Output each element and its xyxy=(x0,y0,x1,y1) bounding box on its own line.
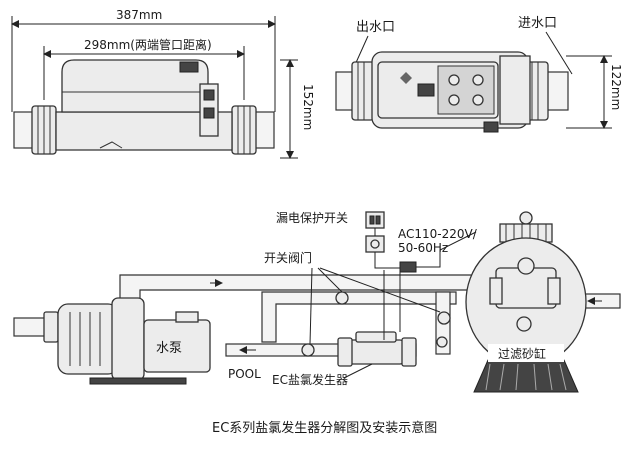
side-body-upper xyxy=(61,59,209,113)
installation-diagram: 水泵 开关阀门 EC盐氯发生器 POOL 漏电保 xyxy=(13,211,621,393)
valve-4-icon[interactable] xyxy=(436,336,448,348)
leakage-switch: 漏电保护开关 AC110-220V/ 50-60Hz xyxy=(276,211,478,340)
top-left-union xyxy=(351,61,375,121)
ec-generator-label: EC盐氯发生器 xyxy=(272,372,348,387)
side-view: 387mm 298mm(两端管口距离) 152mm xyxy=(11,8,315,159)
dimension-top-height-label: 122mm xyxy=(609,64,623,110)
dimension-port-width: 298mm(两端管口距离) xyxy=(43,37,245,100)
keypad-area xyxy=(437,65,495,115)
button-power-icon[interactable] xyxy=(448,94,460,106)
pool-label: POOL xyxy=(228,367,261,381)
top-clamp xyxy=(499,55,531,125)
ec-generator-body xyxy=(347,339,405,365)
outlet-label: 出水口 xyxy=(356,20,395,35)
ec-generator: EC盐氯发生器 xyxy=(272,331,417,387)
top-right-pipe xyxy=(545,71,569,111)
filter-gauge-icon xyxy=(517,257,535,275)
dimension-side-height-label: 152mm xyxy=(301,84,315,130)
valve-2-icon[interactable] xyxy=(437,311,451,325)
valve-group: 开关阀门 xyxy=(264,250,451,357)
ec-generator-panel xyxy=(355,331,397,343)
filter-label: 过滤砂缸 xyxy=(498,346,546,361)
power-spec-line2: 50-60Hz xyxy=(398,241,448,255)
button-mode-icon[interactable] xyxy=(472,94,484,106)
leakage-switch-label: 漏电保护开关 xyxy=(276,211,348,225)
leakage-switch-box[interactable] xyxy=(365,211,385,229)
power-adapter xyxy=(399,261,417,273)
side-body-cap xyxy=(179,61,199,73)
figure-caption: EC系列盐氯发生器分解图及安装示意图 xyxy=(212,420,437,436)
dimension-total-width: 387mm xyxy=(11,8,276,112)
valve-3-icon[interactable] xyxy=(301,343,315,357)
top-view: 出水口 进水口 122mm xyxy=(335,16,623,133)
pump: 水泵 xyxy=(13,297,211,385)
inlet-label: 进水口 xyxy=(518,16,557,31)
pump-housing xyxy=(111,297,145,381)
pump-strainer xyxy=(57,303,119,375)
button-plus-icon[interactable] xyxy=(448,74,460,86)
button-minus-icon[interactable] xyxy=(472,74,484,86)
filter-drain-icon xyxy=(516,316,532,332)
pump-terminal-box xyxy=(175,311,199,323)
sand-filter: 过滤砂缸 xyxy=(465,211,587,393)
brand-logo-icon xyxy=(400,72,412,84)
display-screen xyxy=(417,83,435,97)
side-flow-arrow-icon xyxy=(99,141,123,149)
power-spec-line1: AC110-220V/ xyxy=(398,227,478,241)
dimension-total-width-label: 387mm xyxy=(116,8,162,22)
pump-base xyxy=(89,377,187,385)
dimension-port-width-label: 298mm(两端管口距离) xyxy=(84,37,212,52)
dimension-top-height: 122mm xyxy=(566,55,623,129)
valve-label: 开关阀门 xyxy=(264,250,312,265)
dimension-side-height: 152mm xyxy=(280,59,315,159)
pump-label: 水泵 xyxy=(156,341,182,356)
valve-1-icon[interactable] xyxy=(335,291,349,305)
